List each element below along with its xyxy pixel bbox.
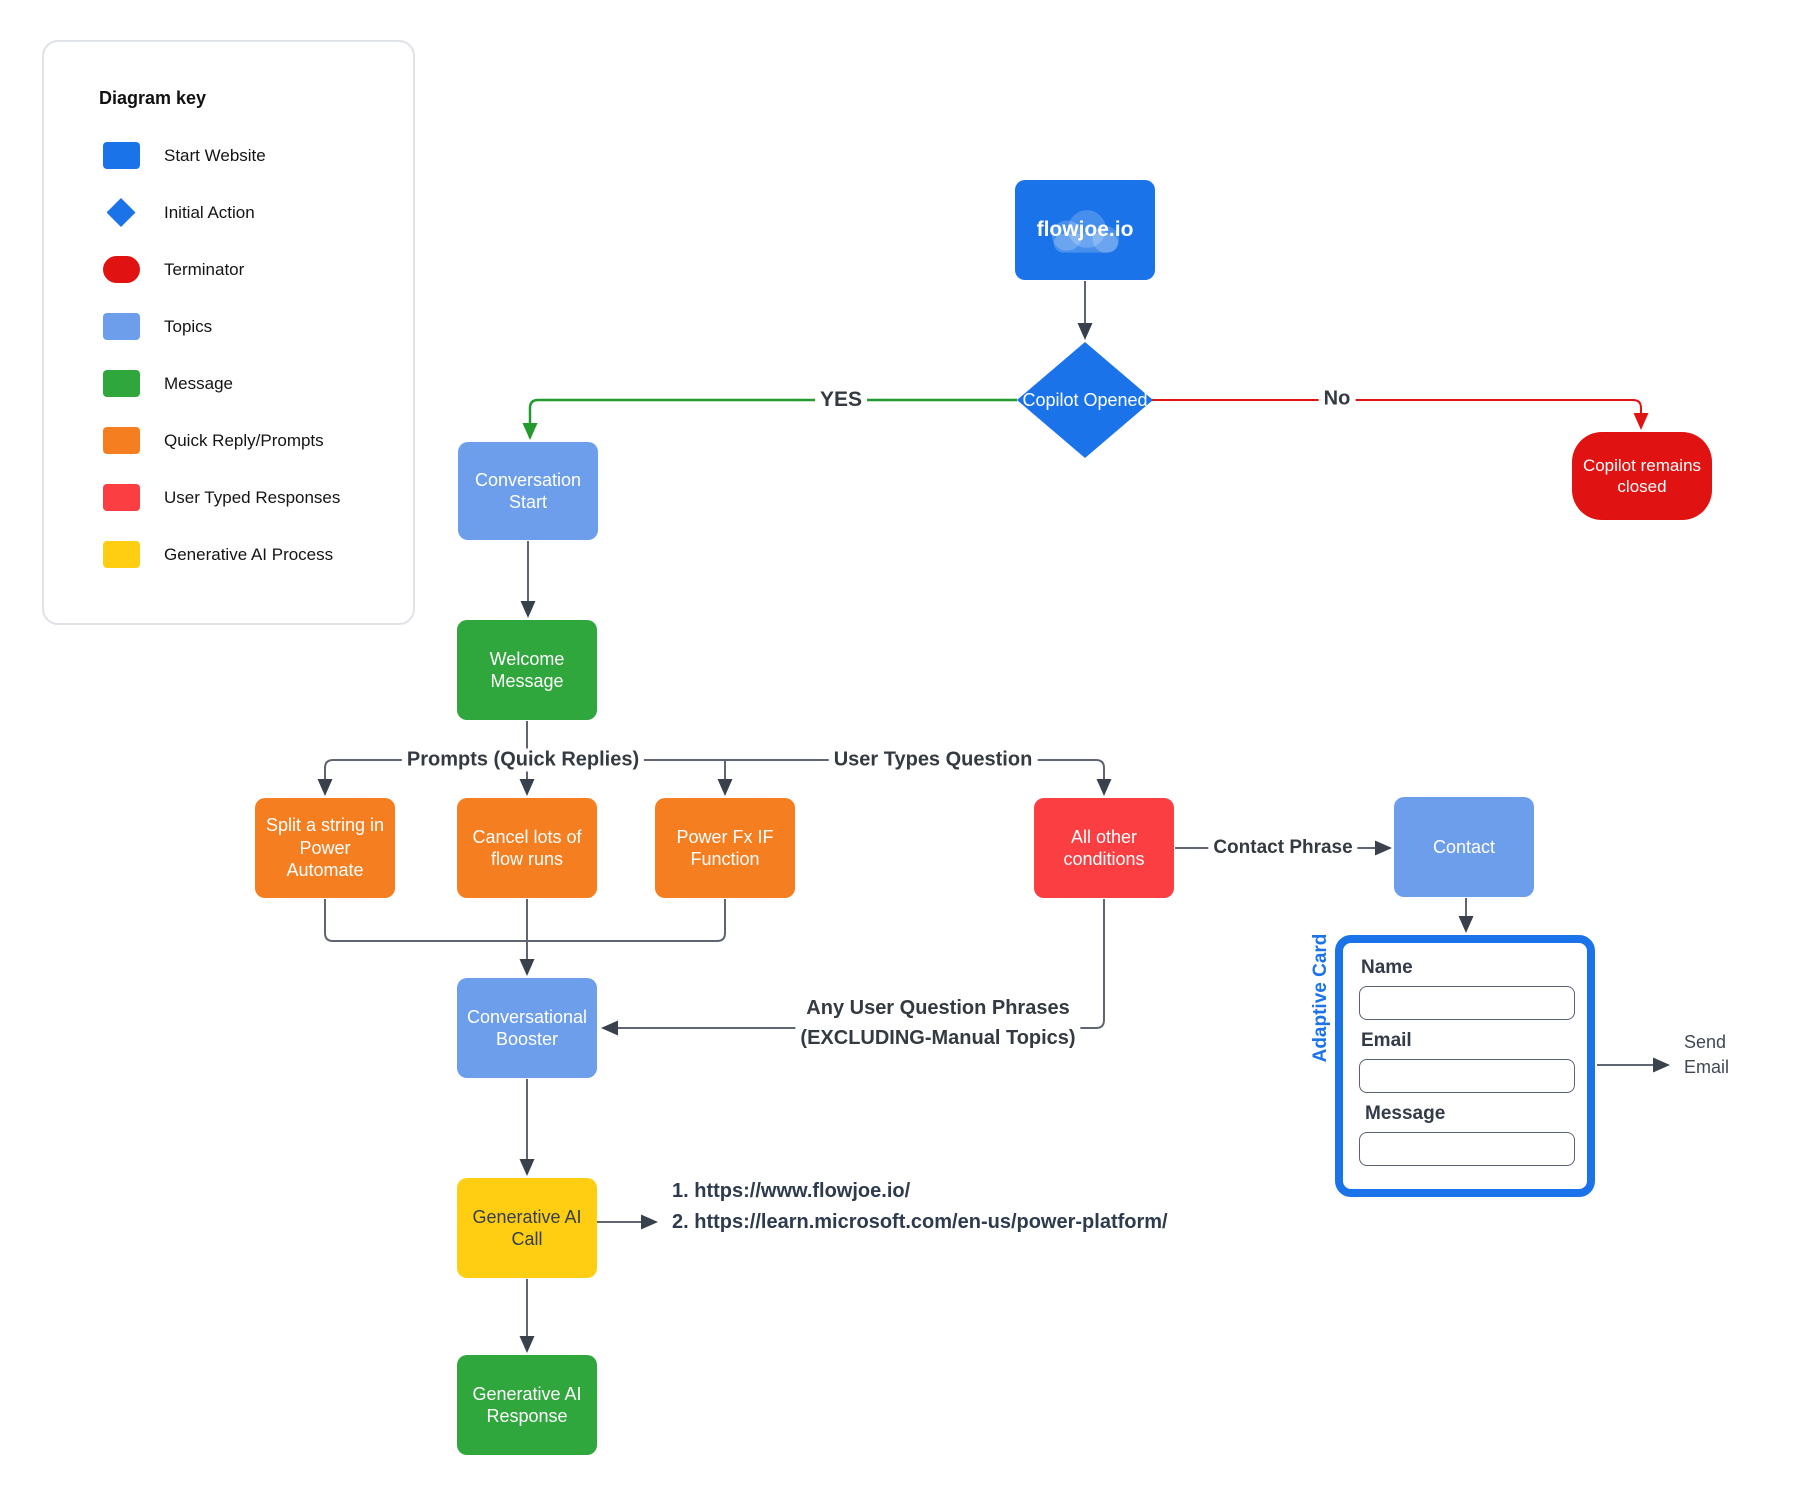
node-label: Conversation Start [474, 469, 582, 513]
email-field-label: Email [1361, 1030, 1412, 1051]
node-label: All other conditions [1063, 826, 1145, 870]
node-flowjoe-start: flowjoe.io [1015, 180, 1155, 280]
name-field-label: Name [1361, 957, 1413, 978]
initial-action-swatch [102, 198, 140, 227]
edge-label-no: No [1318, 387, 1356, 411]
message-input[interactable] [1359, 1132, 1575, 1166]
node-copilot-remains-closed: Copilot remains closed [1572, 432, 1712, 520]
legend-label: Message [164, 373, 233, 393]
message-field-group: Message [1359, 1103, 1575, 1166]
edge-label-yes: YES [814, 388, 868, 412]
diagram-key-panel: Diagram key Start Website Initial Action… [42, 40, 415, 625]
legend-label: Terminator [164, 259, 245, 279]
message-field-label: Message [1365, 1103, 1446, 1124]
email-input[interactable] [1359, 1059, 1575, 1093]
legend-item-user-typed: User Typed Responses [44, 469, 413, 526]
node-label: Copilot Opened [1022, 389, 1148, 410]
edge-label-any-user-question: Any User Question Phrases (EXCLUDING-Man… [795, 993, 1081, 1053]
node-generative-ai-response: Generative AI Response [457, 1355, 597, 1455]
node-label: Split a string in Power Automate [265, 815, 385, 881]
adaptive-card-label: Adaptive Card [1310, 933, 1331, 1063]
legend-item-start-website: Start Website [44, 127, 413, 184]
send-email-label: Send Email [1684, 1032, 1730, 1078]
node-all-other-conditions: All other conditions [1034, 798, 1174, 898]
node-contact-topic: Contact [1394, 797, 1534, 897]
node-label: Welcome Message [489, 648, 565, 692]
diagram-key-title: Diagram key [99, 88, 207, 108]
node-generative-ai-call: Generative AI Call [457, 1178, 597, 1278]
topics-swatch [102, 313, 140, 340]
legend-item-initial-action: Initial Action [44, 184, 413, 241]
node-conversational-booster: Conversational Booster [457, 978, 597, 1078]
legend-label: Generative AI Process [164, 544, 334, 564]
legend-item-topics: Topics [44, 298, 413, 355]
genai-knowledge-links: 1. https://www.flowjoe.io/ 2. https://le… [672, 1176, 1168, 1238]
adaptive-card: Name Email Message [1335, 935, 1595, 1197]
edge-label-contact-phrase: Contact Phrase [1208, 837, 1358, 859]
node-prompt-split-string: Split a string in Power Automate [255, 798, 395, 898]
node-conversation-start: Conversation Start [458, 442, 598, 540]
legend-label: Start Website [164, 145, 266, 165]
node-copilot-opened-decision: Copilot Opened [1017, 342, 1153, 458]
node-label: flowjoe.io [1036, 217, 1134, 241]
node-prompt-power-fx-if: Power Fx IF Function [655, 798, 795, 898]
name-field-group: Name [1359, 957, 1575, 1020]
email-field-group: Email [1359, 1030, 1575, 1093]
legend-item-quick-reply: Quick Reply/Prompts [44, 412, 413, 469]
message-swatch [102, 370, 140, 397]
node-welcome-message: Welcome Message [457, 620, 597, 720]
legend-item-message: Message [44, 355, 413, 412]
generative-ai-swatch [102, 541, 140, 568]
user-typed-swatch [102, 484, 140, 511]
legend-label: User Typed Responses [164, 487, 341, 507]
node-label: Conversational Booster [466, 1006, 588, 1050]
node-label: Copilot remains closed [1582, 455, 1702, 496]
name-input[interactable] [1359, 986, 1575, 1020]
node-label: Generative AI Call [472, 1206, 582, 1250]
node-label: Cancel lots of flow runs [472, 826, 582, 870]
node-prompt-cancel-flow-runs: Cancel lots of flow runs [457, 798, 597, 898]
link-flowjoe: 1. https://www.flowjoe.io/ [672, 1180, 911, 1202]
legend-item-terminator: Terminator [44, 241, 413, 298]
cloud-icon [1051, 210, 1120, 253]
legend-item-generative-ai: Generative AI Process [44, 526, 413, 583]
terminator-swatch [102, 256, 140, 283]
edge-label-prompts-quick-replies: Prompts (Quick Replies) [401, 748, 645, 772]
edge-label-user-types-question: User Types Question [828, 748, 1038, 772]
edge-label-line1: Any User Question Phrases [806, 997, 1070, 1019]
legend-label: Initial Action [164, 202, 255, 222]
node-label: Generative AI Response [472, 1383, 582, 1427]
node-label: Contact [1432, 836, 1496, 857]
legend-label: Quick Reply/Prompts [164, 430, 324, 450]
node-label: Power Fx IF Function [676, 826, 774, 870]
legend-label: Topics [164, 316, 213, 336]
quick-reply-swatch [102, 427, 140, 454]
start-website-swatch [102, 142, 140, 169]
edge-label-line2: (EXCLUDING-Manual Topics) [800, 1027, 1076, 1049]
link-microsoft-learn: 2. https://learn.microsoft.com/en-us/pow… [672, 1211, 1168, 1233]
